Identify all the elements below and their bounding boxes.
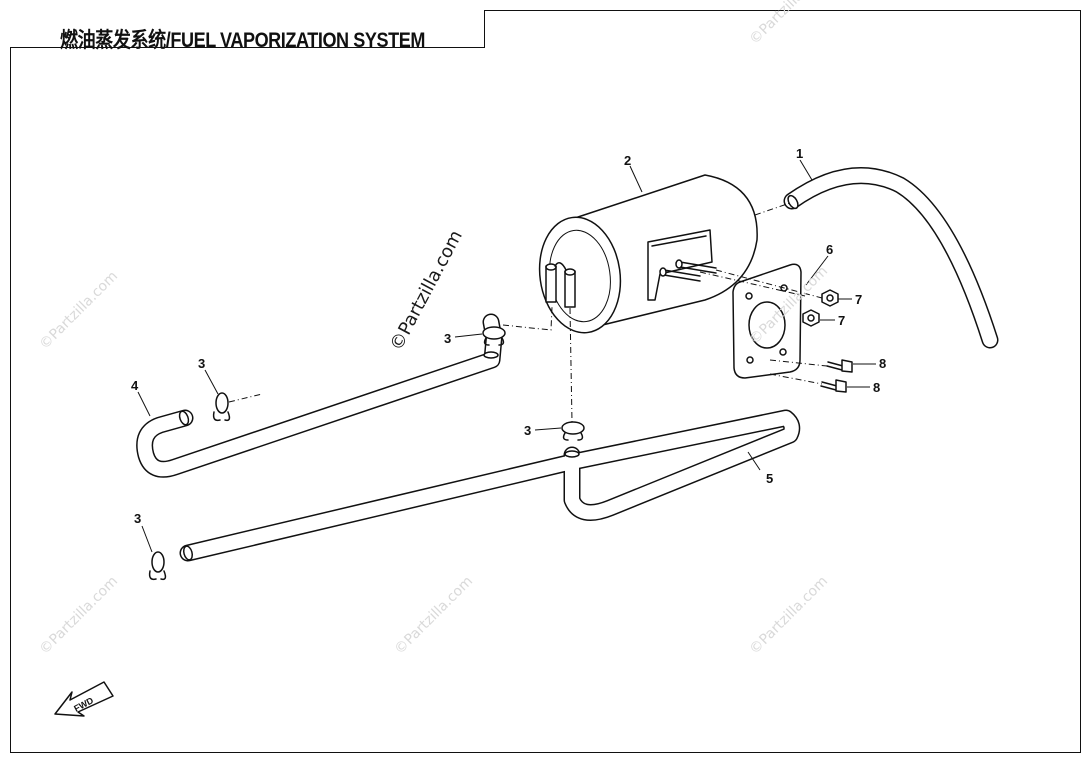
callout-2: 2 xyxy=(624,153,631,168)
callout-1: 1 xyxy=(796,146,803,161)
fwd-arrow-icon xyxy=(54,681,114,717)
nut-part-7-lower xyxy=(802,309,820,327)
callout-4: 4 xyxy=(131,378,139,393)
nut-part-7-upper xyxy=(821,289,839,307)
bolt-part-8-lower xyxy=(820,379,847,393)
watermark-faint: ©Partzilla.com xyxy=(37,268,122,353)
callout-3: 3 xyxy=(444,331,451,346)
callout-5: 5 xyxy=(766,471,773,486)
callout-3: 3 xyxy=(134,511,141,526)
leader-line xyxy=(747,451,761,471)
assembly-line xyxy=(769,359,828,367)
assembly-line xyxy=(754,202,791,216)
assembly-line xyxy=(769,373,823,385)
assembly-line xyxy=(502,306,553,331)
callout-7: 7 xyxy=(838,313,845,328)
callout-8: 8 xyxy=(879,356,886,371)
canister-part-2 xyxy=(538,174,758,334)
leader-line xyxy=(137,391,151,417)
vent-hose-part-1 xyxy=(783,167,999,349)
assembly-line xyxy=(715,269,823,299)
leader-line xyxy=(204,369,219,395)
leader-line xyxy=(799,159,813,181)
clamp-part-3-c xyxy=(561,421,585,441)
hose-part-5 xyxy=(179,409,801,562)
leader-line xyxy=(805,255,829,286)
bolt-part-8-upper xyxy=(826,359,853,373)
clamp-part-3-d xyxy=(148,551,167,581)
leader-line xyxy=(141,525,153,553)
callout-8: 8 xyxy=(873,380,880,395)
drawing-frame xyxy=(10,10,1081,753)
watermark-faint: ©Partzilla.com xyxy=(747,573,832,658)
leader-line xyxy=(454,333,483,338)
callout-3: 3 xyxy=(524,423,531,438)
page-title: 燃油蒸发系统/FUEL VAPORIZATION SYSTEM xyxy=(60,29,425,52)
callout-3: 3 xyxy=(198,356,205,371)
leader-line xyxy=(534,427,562,431)
assembly-line xyxy=(569,307,573,423)
clamp-part-3-b xyxy=(212,392,231,422)
callout-6: 6 xyxy=(826,242,833,257)
watermark-faint: ©Partzilla.com xyxy=(747,0,832,48)
title-box: 燃油蒸发系统/FUEL VAPORIZATION SYSTEM xyxy=(10,10,485,52)
hose-part-4 xyxy=(136,313,503,478)
watermark-faint: ©Partzilla.com xyxy=(37,573,122,658)
watermark-faint: ©Partzilla.com xyxy=(392,573,477,658)
assembly-line xyxy=(228,393,263,403)
mounting-plate-part-6 xyxy=(732,263,802,379)
clamp-part-3-a xyxy=(482,326,506,346)
watermark-main: ©Partzilla.com xyxy=(386,227,467,354)
callout-7: 7 xyxy=(855,292,862,307)
leader-line xyxy=(629,165,643,193)
assembly-line xyxy=(699,271,806,297)
